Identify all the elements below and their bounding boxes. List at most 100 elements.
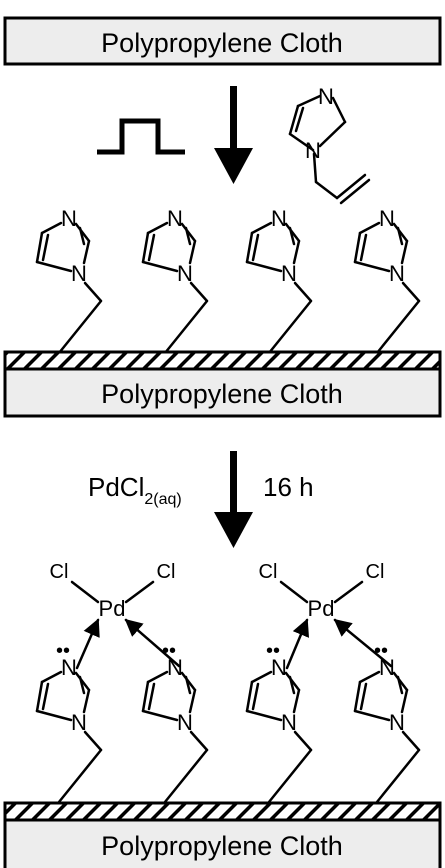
chloride-ligand: Cl: [157, 561, 176, 583]
ethyl-bond: [163, 748, 209, 804]
imidazole-N3: N: [271, 206, 287, 231]
ethyl-bond: [401, 730, 421, 752]
ethyl-bond: [83, 730, 103, 752]
lone-pair: ••: [162, 640, 176, 662]
ring-bond: [284, 222, 301, 243]
imidazole-N3: N: [61, 206, 77, 231]
ring-bond: [180, 671, 197, 692]
coordinate-arrow: [75, 618, 100, 670]
ring-double-bond: [147, 233, 156, 262]
imidazole-N3: N: [167, 655, 183, 680]
imidazole-N1: N: [71, 261, 87, 286]
ring-double-bond: [184, 226, 192, 246]
pd-complex: Pd Cl Cl: [259, 561, 393, 670]
ring-double-bond: [41, 682, 50, 711]
imidazole-N3: N: [379, 655, 395, 680]
imidazole-N1: N: [389, 710, 405, 735]
ring-bond: [245, 709, 283, 722]
ring-bond: [353, 231, 362, 264]
ring-bond: [250, 670, 273, 684]
ring-double-bond: [396, 675, 404, 695]
lone-pair: ••: [56, 640, 70, 662]
imidazole-N1: N: [177, 261, 193, 286]
ethyl-bond: [57, 748, 103, 804]
pd-cl-bond: [70, 580, 100, 604]
ring-double-bond: [78, 675, 86, 695]
imidazole-unit: NN: [245, 206, 313, 355]
ring-bond: [250, 221, 273, 235]
imidazole-unit: NN••: [141, 640, 209, 804]
imidazole-N3: N: [167, 206, 183, 231]
ring-bond: [180, 222, 197, 243]
ring-bond: [292, 688, 301, 714]
ring-bond: [82, 239, 91, 265]
coordinate-arrow: [333, 618, 393, 668]
palladium-atom: Pd: [308, 596, 335, 621]
ring-double-bond: [78, 226, 86, 246]
ring-bond: [245, 260, 283, 273]
ring-bond: [141, 260, 179, 273]
reagent-subscript: 2(aq): [144, 491, 181, 508]
ethyl-bond: [375, 299, 421, 355]
imidazole-N1: N: [281, 710, 297, 735]
ethyl-bond: [267, 748, 313, 804]
chloride-ligand: Cl: [50, 561, 69, 583]
ring-bond: [74, 222, 91, 243]
ring-bond: [292, 239, 301, 265]
ring-bond: [353, 680, 362, 713]
imidazole-N1: N: [389, 261, 405, 286]
monomer-N: N: [318, 84, 334, 109]
ethyl-bond: [401, 281, 421, 303]
ring-bond: [141, 680, 150, 713]
surface-hatch-middle: [3, 350, 442, 371]
imidazole-N1: N: [71, 710, 87, 735]
ring-bond: [392, 222, 409, 243]
surface-hatch-bottom: [3, 801, 442, 822]
ring-bond: [146, 670, 169, 684]
ring-bond: [392, 671, 409, 692]
imidazole-unit: NN: [353, 206, 421, 355]
imidazole-unit: NN: [141, 206, 209, 355]
ring-double-bond: [396, 226, 404, 246]
ring-double-bond: [251, 682, 260, 711]
pd-cl-bond: [124, 580, 155, 604]
imidazole-N1: N: [177, 710, 193, 735]
ring-double-bond: [359, 233, 368, 262]
reaction-time: 16 h: [263, 472, 314, 502]
ring-bond: [82, 688, 91, 714]
ring-bond: [353, 260, 391, 273]
ring-bond: [35, 231, 44, 264]
chloride-ligand: Cl: [366, 561, 385, 583]
ring-double-bond: [251, 233, 260, 262]
cloth-middle: Polypropylene Cloth: [3, 367, 442, 418]
reaction-arrow-1: [214, 86, 253, 184]
coordinate-arrow: [285, 618, 310, 670]
pd-cl-bond: [333, 580, 364, 604]
ring-bond: [400, 688, 409, 714]
ring-bond: [188, 688, 197, 714]
ethyl-bond: [267, 299, 313, 355]
coordinate-arrow: [124, 618, 181, 668]
cloth-bottom: Polypropylene Cloth: [3, 818, 442, 868]
ring-bond: [284, 671, 301, 692]
ring-double-bond: [288, 226, 296, 246]
cloth-top-label: Polypropylene Cloth: [101, 28, 343, 58]
ring-bond: [35, 260, 73, 273]
ring-bond: [146, 221, 169, 235]
imidazole-unit: NN••: [245, 640, 313, 804]
ring-bond: [40, 221, 63, 235]
ring-bond: [245, 680, 254, 713]
ring-double-bond: [359, 682, 368, 711]
ring-bond: [353, 709, 391, 722]
monomer-N: N: [305, 138, 321, 163]
ring-bond: [188, 239, 197, 265]
coordinated-imidazole-row: NN••NN••NN••NN••: [35, 640, 421, 804]
reagent-formula: PdCl: [88, 472, 144, 502]
lone-pair: ••: [266, 640, 280, 662]
chloride-ligand: Cl: [259, 561, 278, 583]
cloth-middle-label: Polypropylene Cloth: [101, 379, 343, 409]
